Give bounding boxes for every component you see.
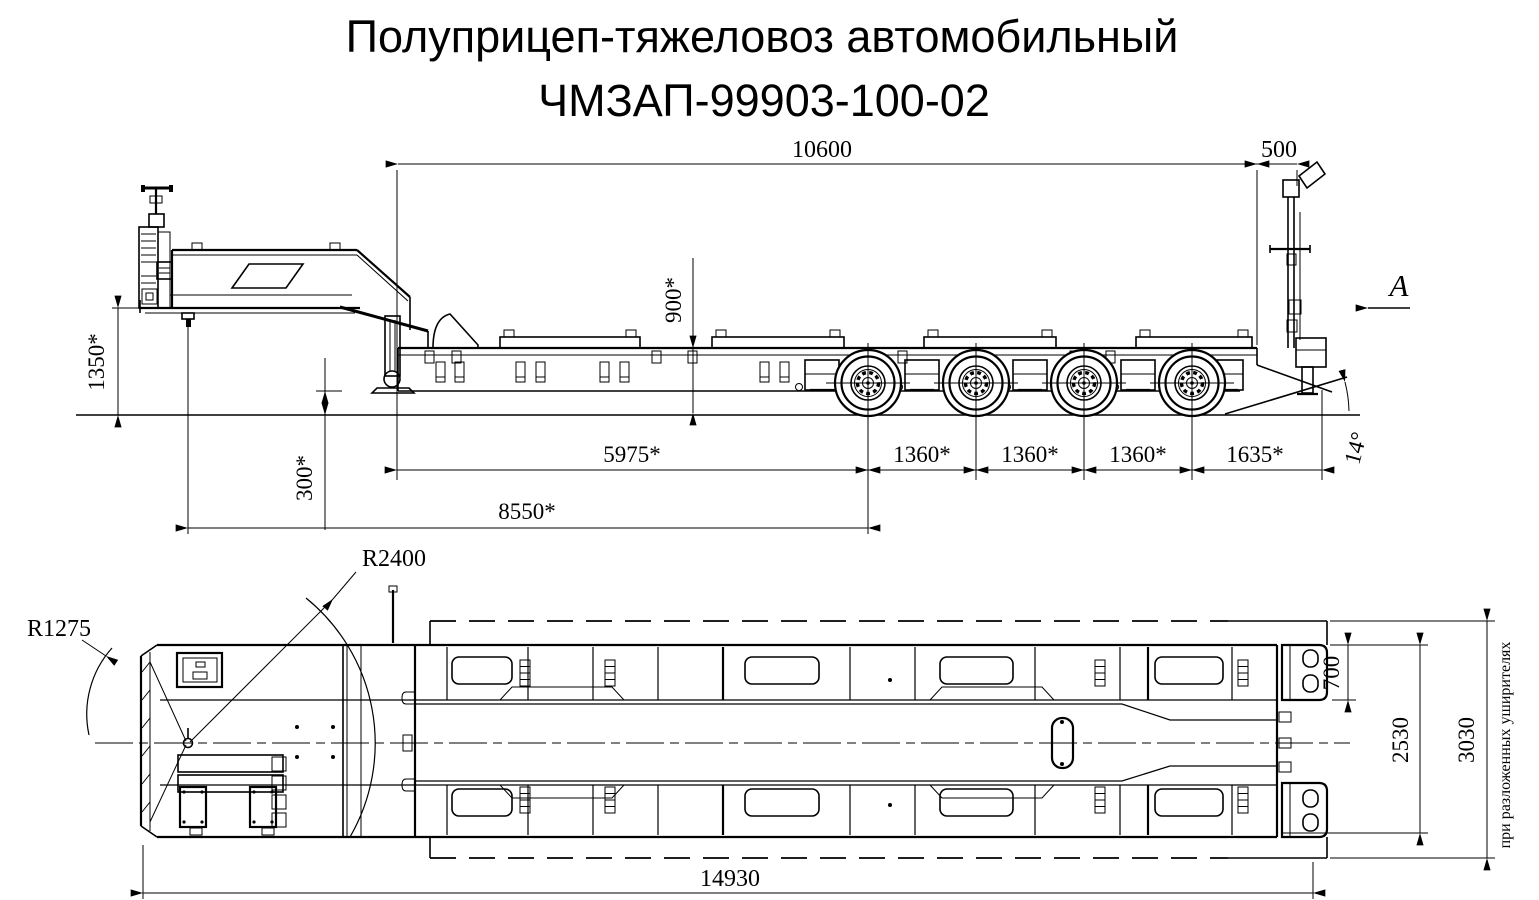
dim-rear-axle-overhang: 1635*	[1226, 442, 1284, 467]
top-view-dimensions: 700 2530 3030 при разложенных уширителях…	[130, 608, 1514, 899]
widener-extended-outline	[429, 620, 1328, 859]
top-outline	[139, 643, 1277, 839]
neck-structure	[339, 305, 429, 394]
dim-platform-width: 2530	[1388, 717, 1413, 763]
rear-lamp	[1297, 160, 1327, 190]
dim-gooseneck-height: 1350*	[84, 333, 109, 391]
gooseneck-box	[139, 242, 411, 330]
center-slot	[1050, 716, 1075, 770]
dim-ramp-width: 700	[1319, 656, 1344, 691]
dim-deck-height: 900*	[661, 277, 686, 323]
rear-pillar	[1269, 160, 1327, 396]
arc-r2400	[305, 597, 376, 838]
view-a-marker: A	[1355, 268, 1410, 312]
dim-platform-length: 10600	[792, 137, 852, 163]
title-line1: Полуприцеп-тяжеловоз автомобильный	[346, 11, 1179, 62]
side-view-dimensions: 10600 500 1350* 900* 300* 5975* 1360* 13…	[84, 137, 1410, 534]
dim-extended-width: 3030	[1454, 717, 1479, 763]
dim-overall-length: 14930	[700, 866, 760, 892]
label-r2400: R2400	[362, 546, 426, 572]
rear-ramps	[1275, 643, 1329, 839]
hand-hole	[230, 263, 305, 289]
kingpin-top	[182, 737, 194, 749]
label-r1275: R1275	[27, 616, 91, 642]
dim-ground-clearance: 300*	[292, 455, 317, 501]
top-platform	[401, 645, 1277, 837]
front-gusset	[432, 313, 479, 349]
side-view	[76, 160, 1360, 425]
rear-bumper	[1295, 337, 1327, 368]
front-landing-gear	[138, 185, 173, 309]
support-leg-pads	[177, 754, 287, 836]
kingpin	[181, 312, 195, 327]
top-gooseneck	[175, 645, 362, 837]
dim-departure-angle: 14°	[1340, 429, 1372, 467]
cross-members	[446, 647, 1233, 835]
arc-r1275	[86, 647, 113, 736]
widener-plates	[451, 656, 1224, 817]
toolbox	[175, 651, 224, 689]
top-view: R2400 R1275	[27, 546, 1350, 859]
marker-post	[388, 585, 398, 643]
dim-neck-to-axle1: 5975*	[603, 442, 661, 467]
rear-frame-slope	[1256, 364, 1333, 393]
widener-note: при разложенных уширителях	[1497, 642, 1514, 849]
dim-axle-spacing-2: 1360*	[1001, 442, 1059, 467]
dim-kingpin-to-axle1: 8550*	[498, 499, 556, 524]
dim-rear-overhang: 500	[1261, 137, 1297, 163]
swing-radii: R2400 R1275	[27, 546, 426, 838]
rear-landing-leg	[384, 315, 401, 377]
drawing-title: Полуприцеп-тяжеловоз автомобильный ЧМЗАП…	[346, 11, 1179, 126]
dim-axle-spacing-3: 1360*	[1109, 442, 1167, 467]
title-line2: ЧМЗАП-99903-100-02	[538, 75, 990, 126]
dim-axle-spacing-1: 1360*	[893, 442, 951, 467]
view-a-label: A	[1388, 268, 1410, 303]
departure-angle	[1224, 369, 1350, 415]
